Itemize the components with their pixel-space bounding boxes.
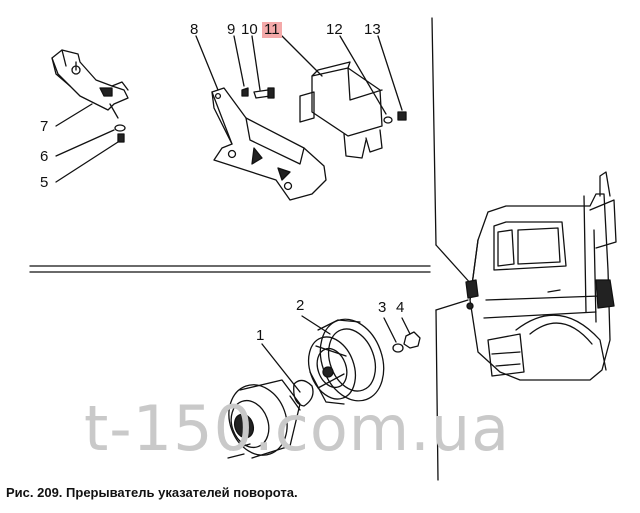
bolt-5 [117, 133, 125, 143]
callout-8: 8 [190, 21, 199, 38]
callout-3: 3 [378, 299, 387, 316]
callout-4: 4 [396, 299, 405, 316]
bracket-7-drawing [51, 49, 129, 119]
screw-9-10 [233, 35, 275, 99]
callout-6: 6 [40, 148, 49, 165]
callout-1: 1 [256, 327, 265, 344]
lamp-housing-2 [301, 315, 385, 405]
bracket-8-drawing [195, 35, 327, 201]
callout-12: 12 [326, 21, 343, 38]
callout-7: 7 [40, 118, 49, 135]
nut-3-washer-4 [383, 317, 421, 353]
washer-6 [114, 124, 126, 132]
callout-13: 13 [364, 21, 381, 38]
callout-2: 2 [296, 297, 305, 314]
callout-11: 11 [262, 21, 282, 38]
figure-caption: Рис. 209. Прерыватель указателей поворот… [6, 485, 298, 500]
truck-cab-drawing [465, 171, 617, 381]
lamp-socket-1 [227, 343, 314, 459]
callout-10: 10 [241, 21, 258, 38]
flasher-relay-11 [281, 35, 383, 159]
washer-12-screw-13 [339, 35, 407, 124]
section-dividers [29, 17, 473, 481]
callout-5: 5 [40, 174, 49, 191]
callout-9: 9 [227, 21, 236, 38]
